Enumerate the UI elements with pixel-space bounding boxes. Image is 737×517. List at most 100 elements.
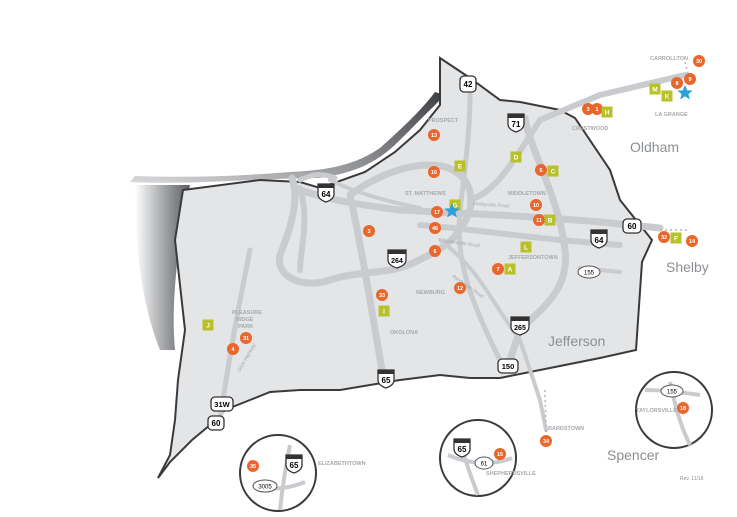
location-marker-b[interactable]: B: [544, 214, 556, 226]
location-marker-3-crestwood[interactable]: 3: [582, 103, 594, 115]
location-marker-1[interactable]: 1: [591, 103, 603, 115]
location-marker-3[interactable]: 3: [363, 225, 375, 237]
location-marker-i[interactable]: I: [378, 305, 390, 317]
svg-text:31W: 31W: [214, 400, 230, 409]
location-marker-18[interactable]: 18: [677, 402, 689, 414]
inset-road: [278, 444, 292, 511]
place-label-middletown: MIDDLETOWN: [508, 191, 546, 197]
location-marker-f[interactable]: F: [670, 232, 682, 244]
location-marker-j[interactable]: J: [202, 319, 214, 331]
region-label-jefferson: Jefferson: [548, 333, 605, 349]
svg-text:42: 42: [464, 80, 473, 89]
place-label-la-grange: LA GRANGE: [655, 112, 688, 118]
location-marker-8[interactable]: 8: [671, 77, 683, 89]
location-marker-16[interactable]: 16: [428, 166, 440, 178]
shield-us60-east: 60: [622, 218, 642, 234]
location-marker-7[interactable]: 7: [492, 263, 504, 275]
location-marker-4[interactable]: 4: [227, 343, 239, 355]
place-label-jeffersontown: JEFFERSONTOWN: [508, 255, 558, 261]
location-marker-30[interactable]: 30: [693, 55, 705, 67]
location-marker-35[interactable]: 35: [247, 460, 259, 472]
location-marker-5[interactable]: 5: [535, 164, 547, 176]
place-label-okolona: OKOLONA: [390, 330, 418, 336]
location-marker-e[interactable]: E: [454, 160, 466, 172]
place-label-crestwood: CRESTWOOD: [572, 126, 608, 132]
svg-text:150: 150: [502, 362, 515, 371]
place-label-prospect: PROSPECT: [428, 118, 459, 124]
svg-text:5: 5: [539, 168, 542, 174]
svg-text:155: 155: [584, 271, 595, 277]
svg-text:65: 65: [458, 445, 467, 454]
location-marker-h[interactable]: H: [601, 106, 613, 118]
svg-text:H: H: [605, 110, 610, 117]
location-marker-46[interactable]: 46: [429, 222, 441, 234]
shield-us31w: 31W: [210, 396, 234, 412]
road-label-shelbyville-road: Shelbyville Road: [472, 201, 510, 210]
location-marker-d[interactable]: D: [510, 151, 522, 163]
location-marker-17[interactable]: 17: [431, 206, 443, 218]
location-marker-13[interactable]: 13: [428, 129, 440, 141]
shield-i264: 264: [387, 249, 407, 269]
svg-text:L: L: [524, 245, 528, 252]
revision-label: Rev. 11/19: [680, 476, 704, 482]
shield-i64-north: 64: [317, 183, 335, 203]
road-label-taylorsville-road: Taylorsville Road: [442, 238, 481, 249]
svg-text:G: G: [452, 203, 457, 210]
svg-text:32: 32: [661, 235, 667, 241]
shield-i65-inset-elizabethtown: 65: [285, 454, 303, 474]
place-label-shepherdsville: SHEPHERDSVILLE: [486, 471, 536, 477]
shield-us60-west: 60: [207, 415, 225, 431]
location-marker-6[interactable]: 6: [429, 245, 441, 257]
location-marker-g[interactable]: G: [449, 199, 461, 211]
location-marker-a[interactable]: A: [504, 263, 516, 275]
svg-text:F: F: [674, 236, 678, 243]
location-marker-9[interactable]: 9: [684, 73, 696, 85]
place-label-newburg: NEWBURG: [416, 290, 445, 296]
place-label-carrollton: CARROLLTON: [650, 56, 688, 62]
svg-text:264: 264: [391, 258, 403, 265]
location-marker-14[interactable]: 14: [686, 235, 698, 247]
location-marker-34[interactable]: 34: [540, 435, 552, 447]
star-icon[interactable]: [677, 85, 693, 100]
svg-text:31: 31: [243, 336, 249, 342]
location-marker-15[interactable]: 15: [494, 448, 506, 460]
svg-text:33: 33: [379, 293, 385, 299]
location-marker-m[interactable]: M: [649, 83, 661, 95]
shield-ky155: 155: [577, 265, 601, 279]
location-marker-12[interactable]: 12: [454, 282, 466, 294]
location-marker-10[interactable]: 10: [530, 199, 542, 211]
svg-text:12: 12: [457, 286, 463, 292]
svg-text:30: 30: [696, 59, 702, 65]
svg-text:13: 13: [431, 133, 437, 139]
location-marker-31[interactable]: 31: [240, 332, 252, 344]
svg-text:B: B: [548, 218, 553, 225]
shield-i65-inset-shepherdsville: 65: [453, 438, 471, 458]
svg-text:18: 18: [680, 406, 686, 412]
shield-us42: 42: [459, 75, 477, 93]
svg-text:61: 61: [481, 462, 488, 468]
region-label-oldham: Oldham: [630, 139, 679, 155]
shield-ky3005: 3005: [252, 479, 278, 493]
svg-text:17: 17: [434, 210, 440, 216]
place-label-elizabethtown: ELIZABETHTOWN: [318, 461, 366, 467]
shield-ky155-inset: 155: [660, 384, 684, 398]
svg-text:15: 15: [497, 452, 503, 458]
svg-text:8: 8: [675, 81, 678, 87]
svg-text:3: 3: [367, 229, 370, 235]
svg-text:E: E: [458, 164, 463, 171]
shield-i71: 71: [507, 113, 525, 133]
location-marker-k[interactable]: K: [661, 90, 673, 102]
place-label-taylorsville: TAYLORSVILLE: [636, 408, 677, 414]
svg-text:60: 60: [628, 222, 637, 231]
location-marker-33[interactable]: 33: [376, 289, 388, 301]
location-marker-32[interactable]: 32: [658, 231, 670, 243]
svg-text:16: 16: [431, 170, 437, 176]
star-icon[interactable]: [444, 203, 460, 218]
shield-i265: 265: [510, 316, 530, 336]
svg-text:D: D: [514, 155, 519, 162]
place-label-st-matthews: ST. MATTHEWS: [405, 191, 446, 197]
svg-text:71: 71: [512, 120, 521, 129]
location-marker-11[interactable]: 11: [533, 214, 545, 226]
location-marker-c[interactable]: C: [547, 165, 559, 177]
location-marker-l[interactable]: L: [520, 241, 532, 253]
